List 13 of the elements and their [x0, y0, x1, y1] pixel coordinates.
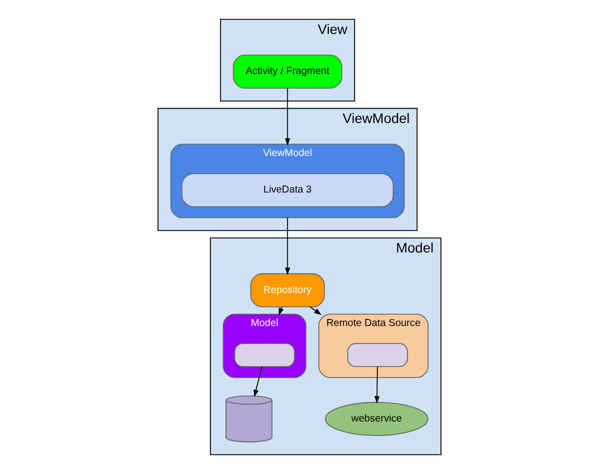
- cluster: Model: [222, 314, 306, 378]
- node-box: LiveData 3: [180, 173, 394, 208]
- node-box: [234, 343, 294, 367]
- node-ellipse: webservice: [324, 402, 428, 436]
- node-box: Activity / Fragment: [232, 54, 342, 89]
- arrow: [284, 88, 290, 146]
- node-box: Repository: [250, 273, 324, 308]
- arrow: [309, 306, 322, 315]
- arrow: [284, 217, 290, 275]
- cluster: Remote Data Source: [318, 314, 428, 378]
- arrow: [253, 366, 262, 398]
- arrow: [374, 366, 380, 404]
- node-box: [346, 343, 408, 367]
